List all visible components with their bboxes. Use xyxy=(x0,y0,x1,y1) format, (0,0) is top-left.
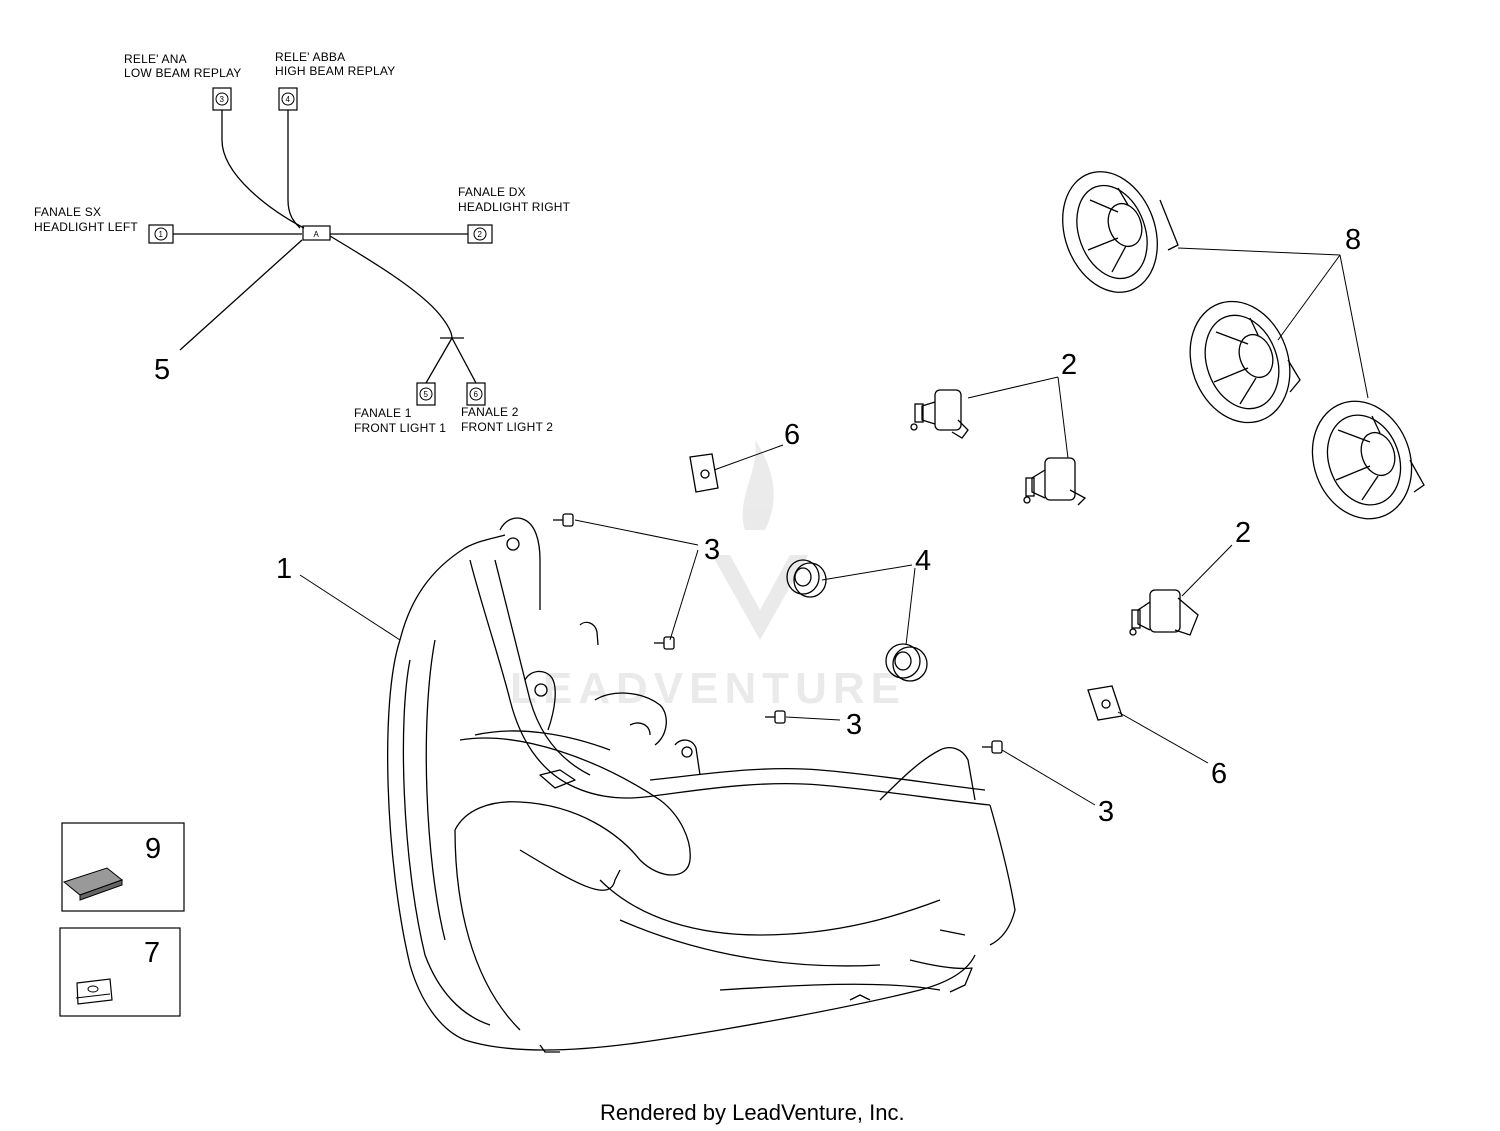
inset-part-9: 9 xyxy=(61,822,185,912)
watermark-text: LEADVENTURE xyxy=(510,664,906,713)
headlight-assembly xyxy=(387,517,1016,1053)
nut-1 xyxy=(689,453,719,493)
callout-2b: 2 xyxy=(1235,517,1251,549)
callout-3b: 3 xyxy=(846,709,862,741)
screw-2 xyxy=(654,636,675,650)
watermark: LEADVENTURE xyxy=(510,440,906,713)
low-beam-relay-label-it: RELE' ANA xyxy=(124,52,187,66)
callout-6b: 6 xyxy=(1211,758,1227,790)
bulb-2 xyxy=(1023,457,1087,506)
grommet-1 xyxy=(786,559,827,598)
bulb-cover-3 xyxy=(1311,400,1425,520)
inset-part-7: 7 xyxy=(59,927,181,1017)
screw-4 xyxy=(982,740,1003,754)
connector-2-pin: 2 xyxy=(478,230,483,239)
screw-1 xyxy=(553,513,574,527)
callout-4: 4 xyxy=(915,545,931,577)
callout-2a: 2 xyxy=(1061,349,1077,381)
wiring-harness-schematic xyxy=(173,110,477,384)
front-light-1-label-en: FRONT LIGHT 1 xyxy=(354,421,446,435)
callout-9: 9 xyxy=(145,833,161,865)
low-beam-relay-label-en: LOW BEAM REPLAY xyxy=(124,66,241,80)
connector-3-pin: 3 xyxy=(220,95,225,104)
connector-5-pin: 5 xyxy=(424,390,429,399)
bulb-cover-1 xyxy=(1062,171,1179,293)
connector-3: 3 xyxy=(212,87,232,111)
high-beam-relay-label-it: RELE' ABBA xyxy=(275,50,345,64)
front-light-1-label-it: FANALE 1 xyxy=(354,406,412,420)
connector-5: 5 xyxy=(416,382,436,406)
screw-3 xyxy=(765,710,786,724)
headlight-left-label-en: HEADLIGHT LEFT xyxy=(34,220,138,234)
connector-2: 2 xyxy=(467,224,493,244)
connector-6-pin: 6 xyxy=(474,390,479,399)
leader-lines xyxy=(299,247,1369,806)
grommet-2 xyxy=(885,643,928,682)
callout-1: 1 xyxy=(276,553,292,585)
footer-credit: Rendered by LeadVenture, Inc. xyxy=(600,1100,905,1125)
bulb-1 xyxy=(910,389,969,439)
connector-1-pin: 1 xyxy=(159,230,164,239)
headlight-right-label-it: FANALE DX xyxy=(458,185,526,199)
bulb-3 xyxy=(1129,589,1199,636)
callout-7: 7 xyxy=(144,937,160,969)
callout-3c: 3 xyxy=(1098,796,1114,828)
callout-8: 8 xyxy=(1345,224,1361,256)
high-beam-relay-label-en: HIGH BEAM REPLAY xyxy=(275,64,395,78)
headlight-left-label-it: FANALE SX xyxy=(34,205,101,219)
connector-4: 4 xyxy=(278,87,298,111)
connector-a-label: A xyxy=(314,230,320,239)
front-light-2-label-it: FANALE 2 xyxy=(461,405,519,419)
bulb-cover-2 xyxy=(1189,300,1301,424)
nut-2 xyxy=(1087,685,1123,721)
connector-1: 1 xyxy=(148,224,174,244)
callout-5: 5 xyxy=(154,354,170,386)
callout-3a: 3 xyxy=(704,534,720,566)
front-light-2-label-en: FRONT LIGHT 2 xyxy=(461,420,553,434)
callout-6a: 6 xyxy=(784,419,800,451)
headlight-right-label-en: HEADLIGHT RIGHT xyxy=(458,200,571,214)
connector-4-pin: 4 xyxy=(286,95,291,104)
connector-6: 6 xyxy=(466,382,486,406)
